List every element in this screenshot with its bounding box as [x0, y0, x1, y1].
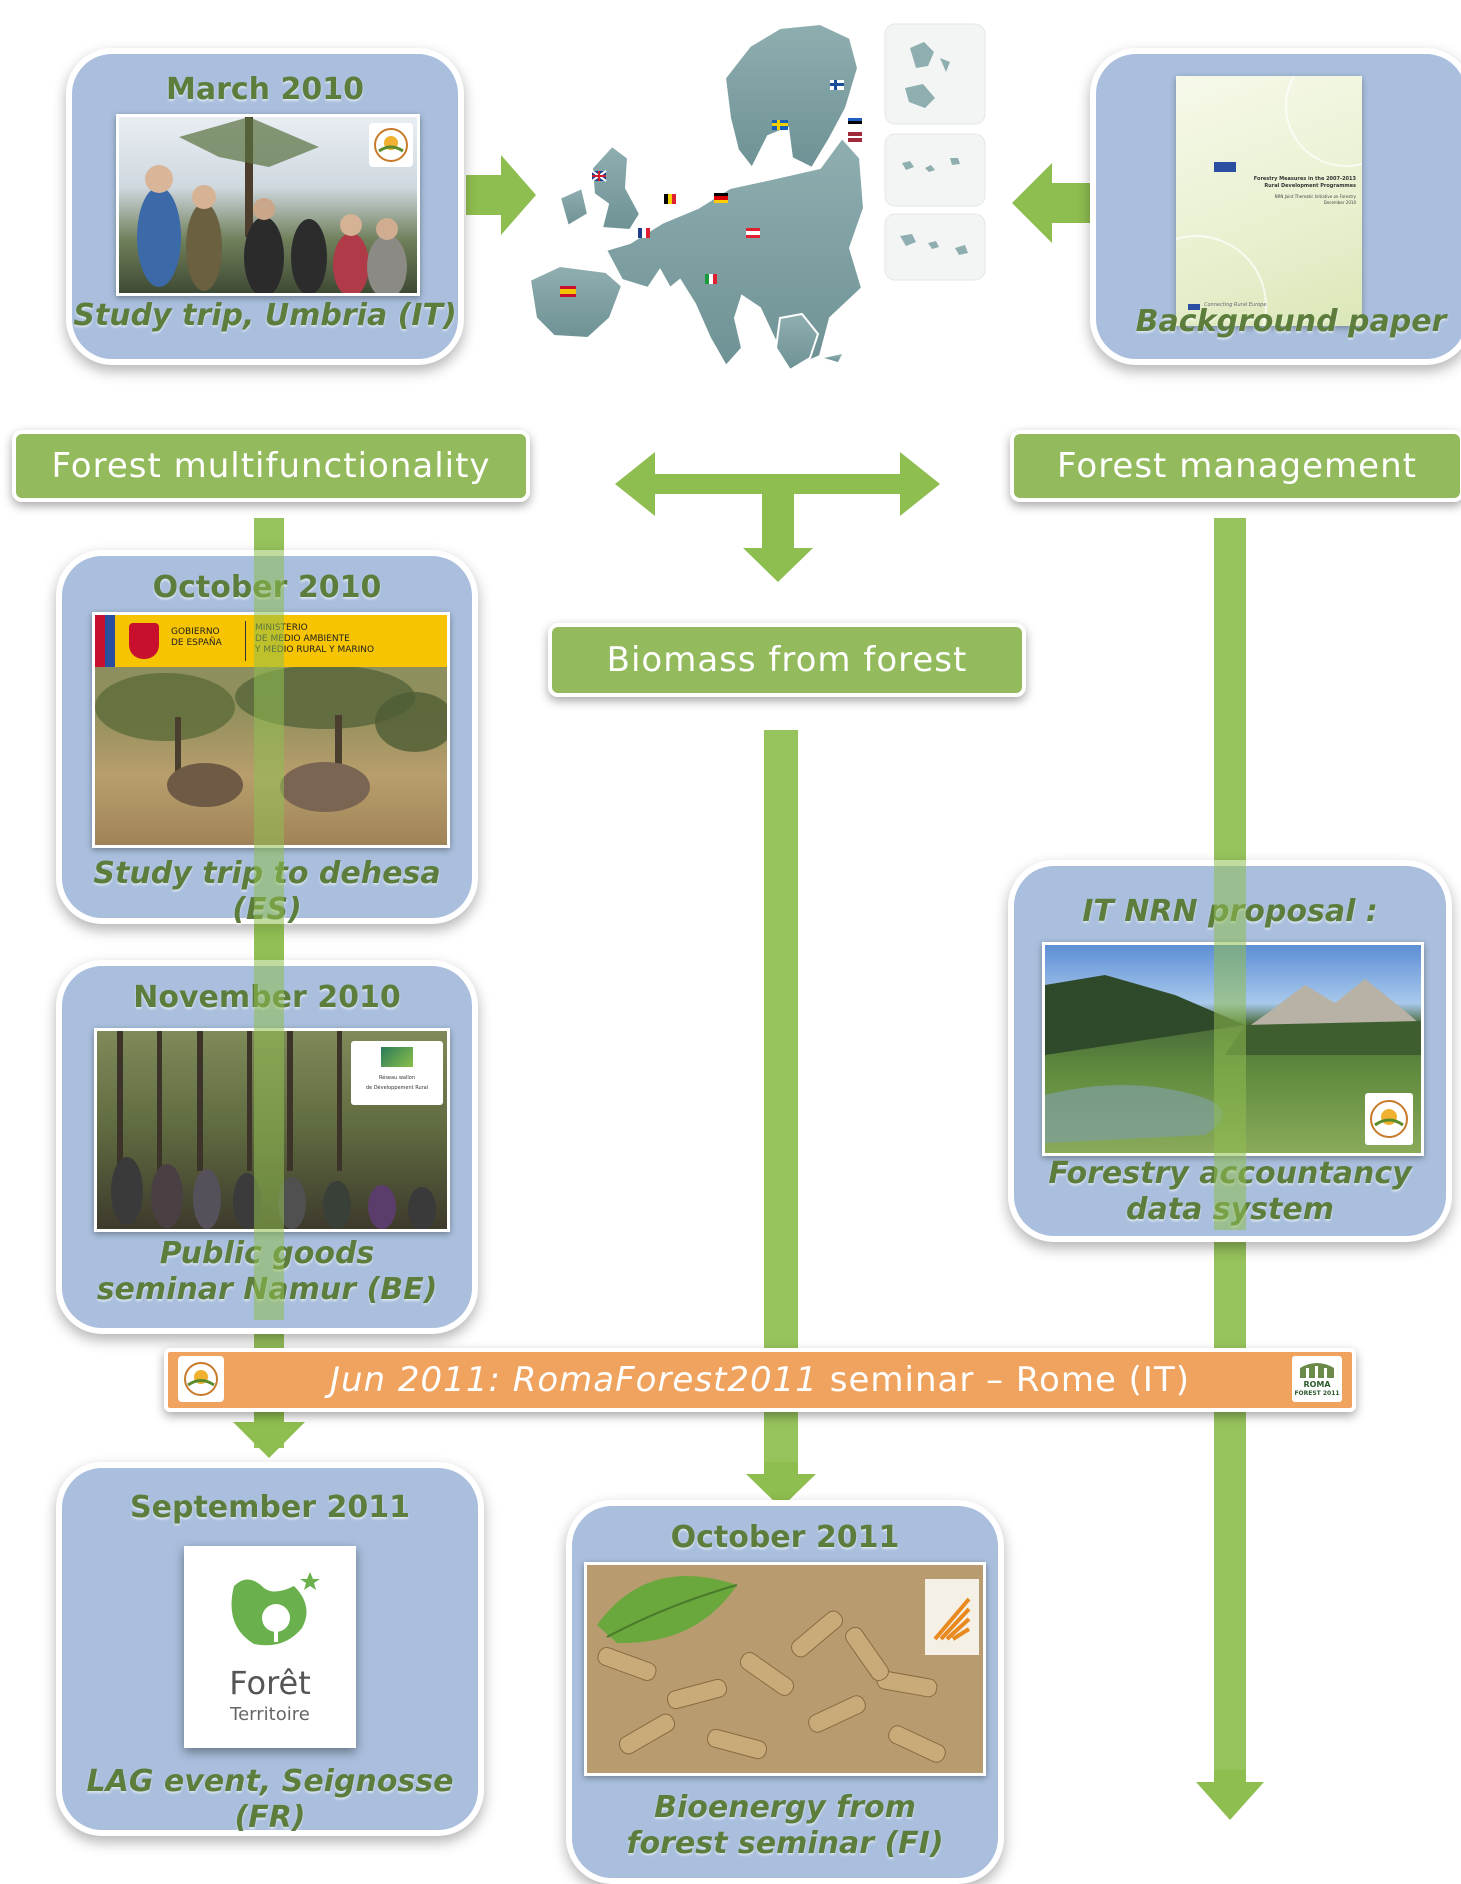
flag-belgium — [664, 194, 676, 204]
seminar-prefix: Jun 2011: — [329, 1360, 513, 1400]
rete-rurale-logo — [1365, 1093, 1413, 1145]
card-title: September 2011 — [130, 1490, 410, 1525]
arrow-left-background — [1012, 163, 1090, 243]
theme-biomass-from-forest: Biomass from forest — [548, 623, 1026, 697]
foret-territoire-logo: Forêt Territoire — [184, 1546, 356, 1748]
card-caption: LAG event, Seignosse (FR) — [86, 1764, 454, 1835]
background-paper-document: Forestry Measures in the 2007-2013 Rural… — [1176, 76, 1362, 326]
study-trip-umbria-photo — [116, 114, 420, 296]
flag-finland — [830, 80, 844, 90]
seminar-title: Jun 2011: RomaForest2011 seminar – Rome … — [238, 1352, 1282, 1408]
biomass-flow-line — [764, 730, 798, 1470]
romaforest-logo-line2: FOREST 2011 — [1294, 1390, 1340, 1397]
multifunctionality-flow-overlay — [254, 550, 284, 1320]
flag-uk — [591, 170, 607, 182]
rete-rurale-logo — [369, 123, 413, 167]
coat-of-arms-icon — [129, 623, 159, 659]
logo-text-line2: de Développement Rural — [365, 1085, 429, 1091]
eu-map — [530, 22, 986, 372]
doc-title-line1: Forestry Measures in the 2007-2013 — [1253, 176, 1356, 182]
card-background-paper: Forestry Measures in the 2007-2013 Rural… — [1090, 48, 1461, 365]
gov-right-line3: Y MEDIO RURAL Y MARINO — [255, 645, 375, 655]
logo-word1: Forêt — [229, 1664, 311, 1702]
management-flow-overlay — [1214, 860, 1246, 1230]
card-title: October 2011 — [670, 1520, 900, 1555]
card-september-2011: September 2011 Forêt Territoire LAG even… — [56, 1462, 484, 1836]
flag-italy — [705, 274, 717, 284]
card-title: March 2010 — [166, 72, 364, 107]
flag-germany — [714, 193, 728, 203]
arrow-down-biomass — [746, 1462, 816, 1508]
doc-footer: Connecting Rural Europe — [1204, 302, 1267, 308]
romaforest-logo: ROMA FOREST 2011 — [1292, 1356, 1342, 1402]
flag-france — [638, 228, 650, 238]
gov-left-line2: DE ESPAÑA — [171, 638, 222, 648]
flag-estonia — [848, 118, 862, 127]
logo-word2: Territoire — [230, 1704, 310, 1725]
bioenergy-logo — [925, 1579, 979, 1655]
arrow-down-management — [1196, 1770, 1264, 1820]
card-october-2010: October 2010 GOBIERNO DE ESPAÑA MINISTER… — [56, 550, 478, 927]
gov-left-line1: GOBIERNO — [171, 627, 220, 637]
flag-latvia — [848, 132, 862, 142]
card-march-2010: March 2010 Study trip, Umbria (IT) — [66, 48, 464, 365]
theme-forest-management: Forest management — [1010, 430, 1461, 502]
reseau-wallon-logo: Réseau wallon de Développement Rural — [351, 1041, 443, 1105]
theme-forest-multifunctionality: Forest multifunctionality — [12, 430, 530, 502]
card-october-2011: October 2011 Bioenergy from forest semin… — [566, 1500, 1004, 1884]
flag-sweden — [772, 120, 788, 130]
doc-subtitle-line1: NRN Joint Thematic Initiative on Forestr… — [1274, 194, 1356, 199]
romaforest-seminar-banner: Jun 2011: RomaForest2011 seminar – Rome … — [164, 1348, 1356, 1412]
rete-rurale-logo — [178, 1356, 224, 1402]
doc-title-line2: Rural Development Programmes — [1264, 183, 1356, 189]
romaforest-logo-line1: ROMA — [1303, 1380, 1331, 1389]
seminar-suffix: seminar – Rome (IT) — [817, 1360, 1190, 1400]
card-caption-line1: Bioenergy from — [654, 1790, 916, 1825]
wood-pellets-photo — [584, 1562, 986, 1776]
gov-right-line2: DE MEDIO AMBIENTE — [255, 634, 350, 644]
logo-text-line1: Réseau wallon — [379, 1075, 415, 1081]
seminar-name: RomaForest2011 — [512, 1360, 818, 1400]
doc-subtitle-line2: December 2010 — [1323, 200, 1356, 205]
flag-austria — [746, 228, 760, 238]
card-caption-line2: forest seminar (FI) — [626, 1826, 944, 1861]
card-caption: Study trip, Umbria (IT) — [73, 298, 457, 333]
card-caption: Background paper — [1135, 304, 1447, 339]
double-arrow-center — [615, 452, 940, 582]
arrow-right-march — [466, 155, 536, 235]
arrow-down-multifunctionality — [233, 1408, 305, 1458]
flag-spain — [560, 286, 576, 297]
